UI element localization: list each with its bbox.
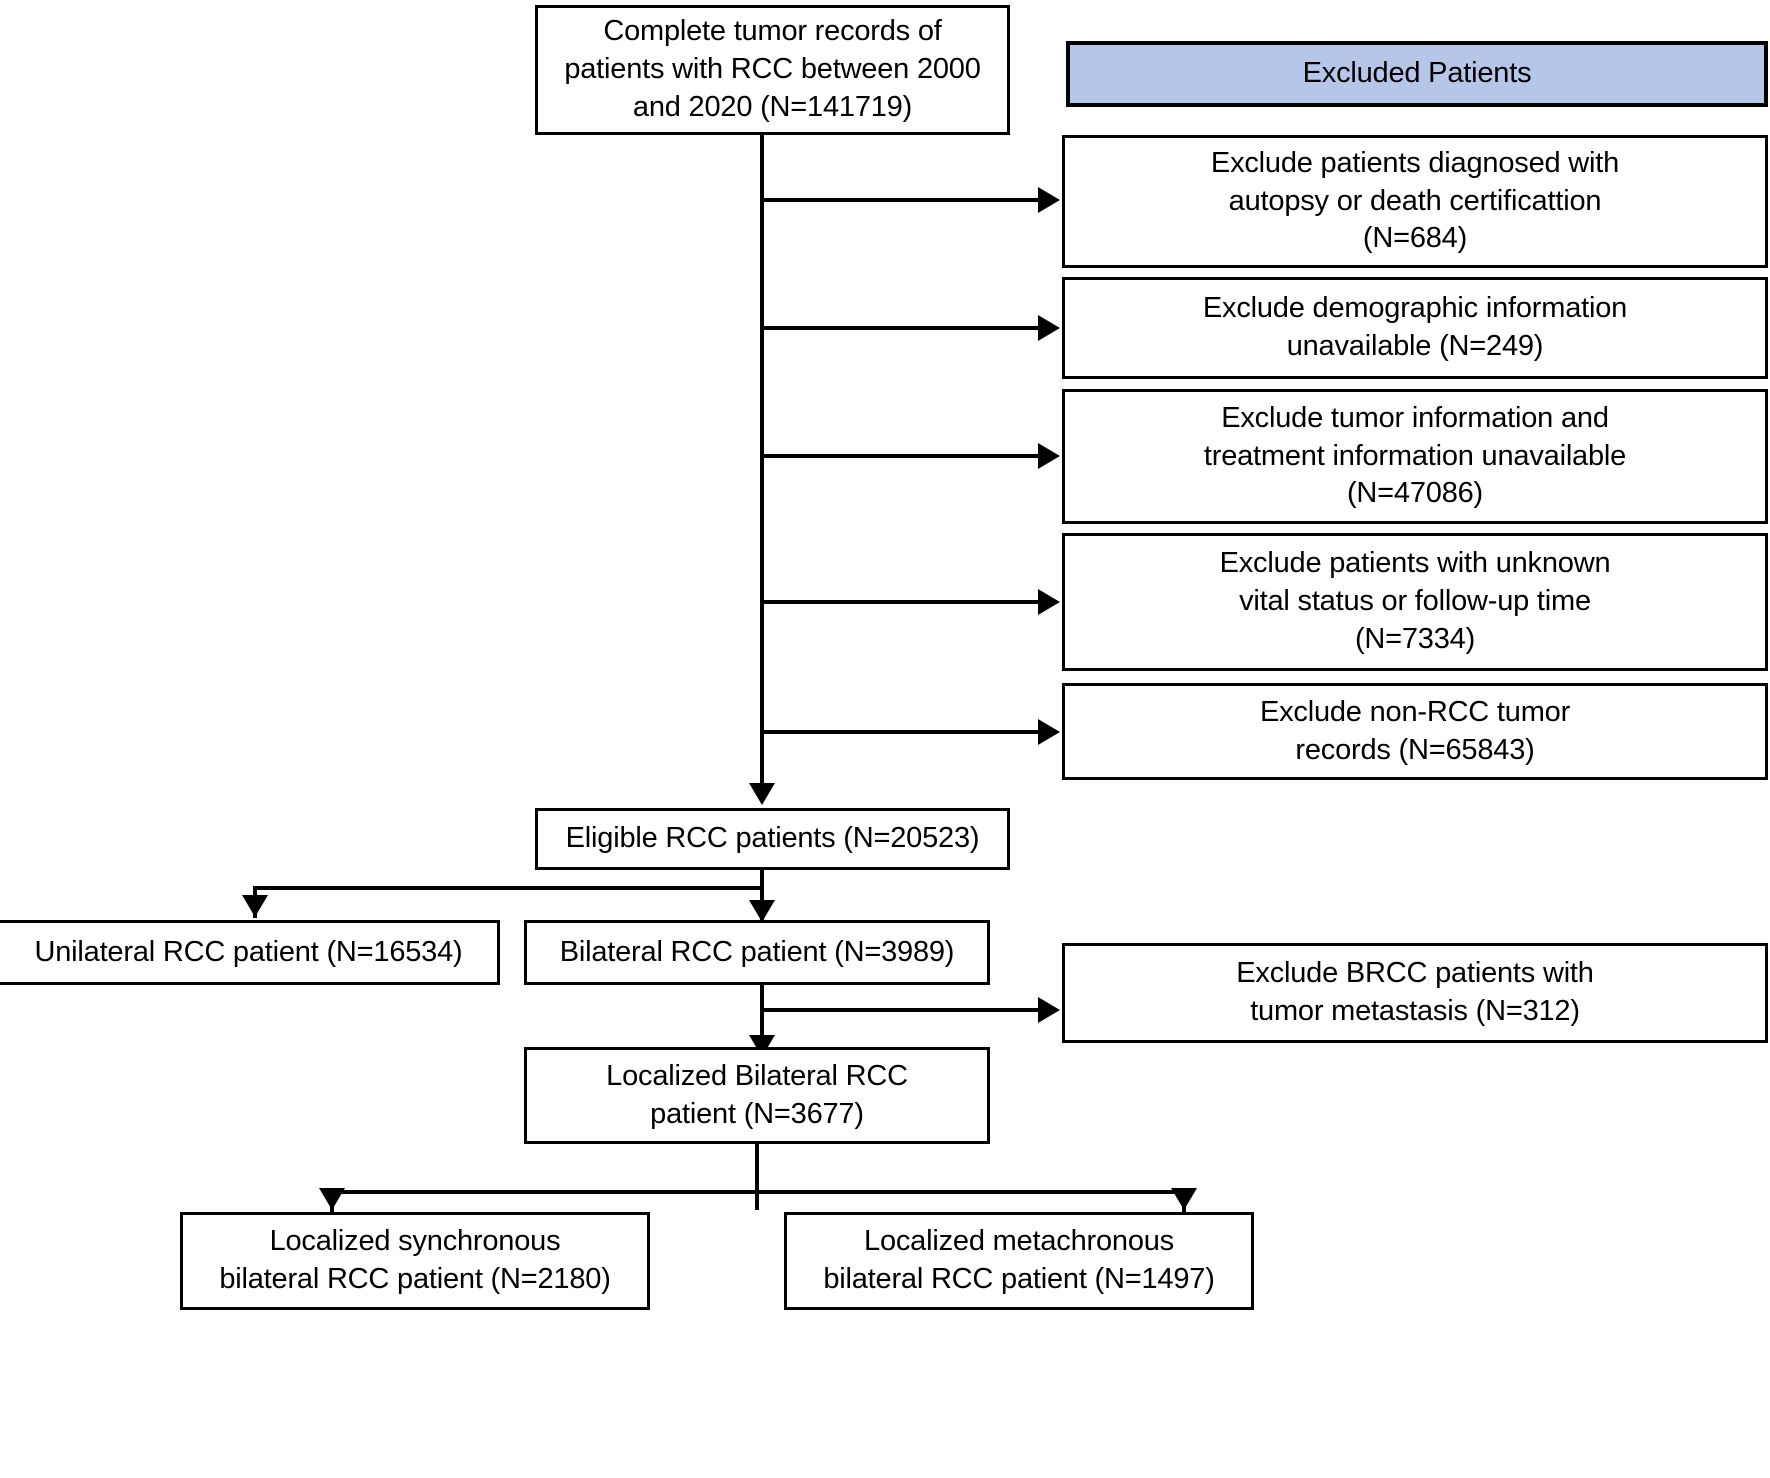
branch-arrow-tumor-treatment [1038, 443, 1060, 469]
branch-line-non-rcc [762, 730, 1040, 734]
branch-line-vital-status [762, 600, 1040, 604]
node-eligible-rcc: Eligible RCC patients (N=20523) [535, 808, 1010, 870]
exclusion-box-non-rcc: Exclude non-RCC tumor records (N=65843) [1062, 683, 1768, 780]
arrow-to-bilateral [749, 900, 775, 922]
exclusion-box-demographic: Exclude demographic information unavaila… [1062, 277, 1768, 379]
exclusion-box-brcc-metastasis: Exclude BRCC patients with tumor metasta… [1062, 943, 1768, 1043]
branch-line-brcc-exclusion [762, 1008, 1040, 1012]
exclusion-box-vital-status: Exclude patients with unknown vital stat… [1062, 533, 1768, 671]
trunk-vertical-line [760, 135, 764, 787]
node-source: Complete tumor records of patients with … [535, 5, 1010, 135]
eligible-split-hline [253, 886, 764, 890]
branch-arrow-vital-status [1038, 589, 1060, 615]
exclusion-box-tumor-treatment: Exclude tumor information and treatment … [1062, 389, 1768, 524]
branch-line-tumor-treatment [762, 454, 1040, 458]
trunk-arrow-down [749, 783, 775, 805]
arrow-to-unilateral [242, 895, 268, 917]
branch-arrow-non-rcc [1038, 719, 1060, 745]
excluded-patients-header: Excluded Patients [1066, 41, 1768, 107]
node-localized-synchronous: Localized synchronous bilateral RCC pati… [180, 1212, 650, 1310]
node-localized-bilateral-rcc: Localized Bilateral RCC patient (N=3677) [524, 1047, 990, 1144]
bilateral-down-line [760, 985, 764, 1043]
node-unilateral-rcc: Unilateral RCC patient (N=16534) [0, 920, 500, 985]
branch-line-autopsy [762, 198, 1040, 202]
exclusion-box-autopsy: Exclude patients diagnosed with autopsy … [1062, 135, 1768, 268]
branch-arrow-demographic [1038, 315, 1060, 341]
arrow-to-synchronous [319, 1188, 345, 1210]
branch-arrow-autopsy [1038, 187, 1060, 213]
localized-down-line [755, 1144, 759, 1210]
arrow-to-metachronous [1171, 1188, 1197, 1210]
node-localized-metachronous: Localized metachronous bilateral RCC pat… [784, 1212, 1254, 1310]
node-bilateral-rcc: Bilateral RCC patient (N=3989) [524, 920, 990, 985]
localized-split-hline [330, 1190, 1186, 1194]
branch-arrow-brcc-exclusion [1038, 997, 1060, 1023]
branch-line-demographic [762, 326, 1040, 330]
